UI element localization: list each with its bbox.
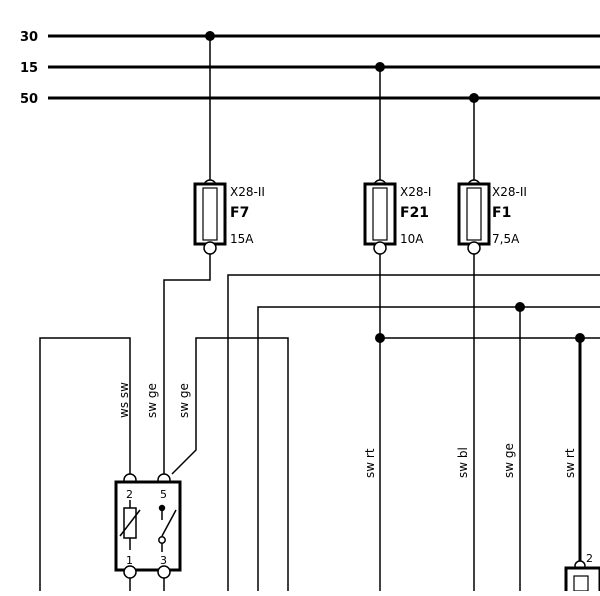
wire-label-sw-ge: sw ge [502,443,516,478]
bus-label-50: 50 [20,92,38,107]
bus-50: 50 [20,92,600,107]
wire-label-sw-ge: sw ge [145,383,159,418]
fuse-connector: X28-I [400,185,431,199]
fuse-id: F1 [492,205,511,221]
relay-pin-1: 1 [126,554,133,567]
fuse-connector: X28-II [230,185,265,199]
bus-30: 30 [20,30,600,45]
fuse-rating: 7,5A [492,232,520,246]
fuse-connector: X28-II [492,185,527,199]
fuse-f1: X28-II F1 7,5A [457,98,527,255]
fuse-id: F21 [400,205,429,221]
wiring [39,254,600,591]
bus-label-30: 30 [20,30,38,45]
relay-pin-5: 5 [160,488,167,501]
relay-switch [161,509,177,537]
fuse-rating: 10A [400,232,424,246]
right-component: 2 [564,552,600,596]
bus-15: 15 [20,61,600,76]
fuse-f7: X28-II F7 15A [193,36,265,255]
wire-label-sw-rt: sw rt [363,448,377,478]
relay: 2 5 1 3 [114,473,182,579]
fuse-rating: 15A [230,232,254,246]
wire-label-ws-sw: ws sw [117,382,131,418]
wire-label-sw-rt: sw rt [563,448,577,478]
fuse-f21: X28-I F21 10A [363,67,431,255]
relay-pin-2: 2 [126,488,133,501]
wire-label-sw-ge: sw ge [177,383,191,418]
component-pin-2: 2 [586,552,593,565]
bus-label-15: 15 [20,61,38,76]
wire-label-sw-bl: sw bl [456,447,470,478]
fuse-id: F7 [230,205,249,221]
relay-pin-3: 3 [160,554,167,567]
